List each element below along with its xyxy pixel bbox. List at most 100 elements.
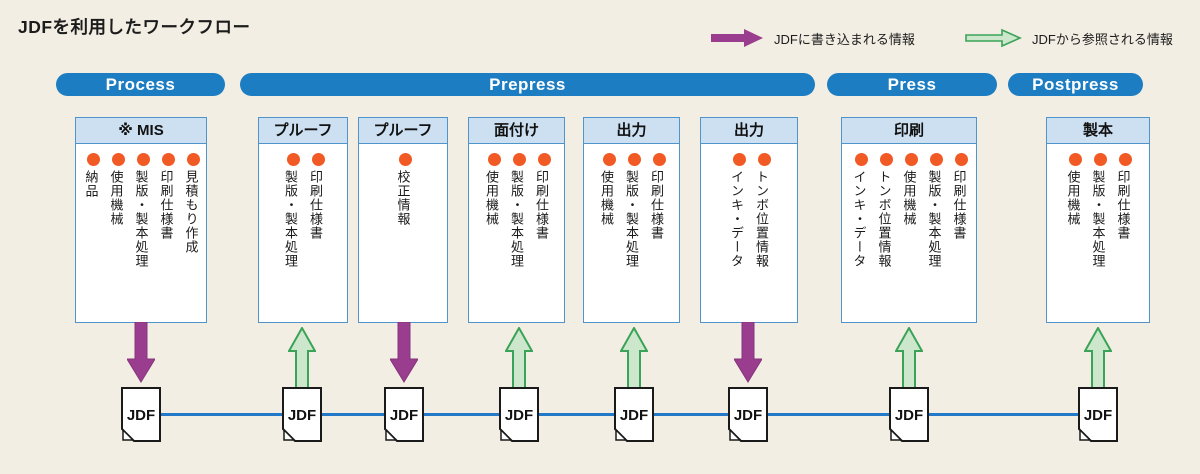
stage-item-label: 製版・製本処理 — [283, 170, 298, 268]
phase-label: Press — [887, 75, 937, 94]
stage-item: 印刷仕様書 — [947, 153, 972, 268]
read-from-jdf-arrow-icon — [1083, 325, 1113, 389]
jdf-file-icon: JDF — [121, 387, 161, 442]
write-arrow-icon — [711, 29, 763, 47]
stage-box-items: トンボ位置情報インキ・データ — [701, 144, 797, 273]
stage-item-label: 印刷仕様書 — [649, 170, 664, 240]
stage-item: 製版・製本処理 — [504, 153, 529, 268]
stage-box-title: 製本 — [1047, 118, 1149, 144]
write-to-jdf-arrow-icon — [389, 321, 419, 383]
jdf-file-label: JDF — [895, 407, 923, 424]
bullet-dot-icon — [87, 153, 101, 166]
stage-box-output-1: 出力印刷仕様書製版・製本処理使用機械 — [583, 117, 680, 323]
stage-item: 製版・製本処理 — [922, 153, 947, 268]
page-title: JDFを利用したワークフロー — [18, 17, 251, 37]
stage-item-label: 印刷仕様書 — [158, 170, 174, 240]
legend: JDFに書き込まれる情報 JDFから参照される情報 — [0, 0, 1200, 60]
stage-item-label: 納品 — [83, 170, 99, 198]
write-to-jdf-arrow-icon — [733, 321, 763, 383]
stage-item-label: 製版・製本処理 — [509, 170, 524, 268]
stage-box-title: 出力 — [584, 118, 679, 144]
jdf-file-icon: JDF — [499, 387, 539, 442]
bullet-dot-icon — [1094, 153, 1108, 166]
bullet-dot-icon — [732, 153, 746, 166]
stage-item: 使用機械 — [1061, 153, 1086, 268]
phase-bar-press: Press — [827, 73, 997, 96]
bullet-dot-icon — [487, 153, 501, 166]
stage-item-label: 製版・製本処理 — [1090, 170, 1106, 268]
read-arrow-icon — [965, 28, 1022, 48]
phase-bar-prepress: Prepress — [240, 73, 815, 96]
stage-item: 製版・製本処理 — [619, 153, 644, 268]
jdf-file-label: JDF — [1084, 407, 1112, 424]
stage-item-label: 製版・製本処理 — [624, 170, 639, 268]
phase-label: Process — [105, 75, 176, 94]
bullet-dot-icon — [311, 153, 325, 166]
phase-label: Prepress — [489, 75, 566, 94]
stage-item-label: 見積もり作成 — [183, 170, 199, 254]
jdf-file-icon: JDF — [1078, 387, 1118, 442]
stage-item-label: インキ・データ — [729, 170, 744, 268]
bullet-dot-icon — [162, 153, 176, 166]
bullet-dot-icon — [512, 153, 526, 166]
stage-item: インキ・データ — [847, 153, 872, 268]
bullet-dot-icon — [1069, 153, 1083, 166]
stage-box-items: 見積もり作成印刷仕様書製版・製本処理使用機械納品 — [76, 144, 206, 273]
phase-bar-process: Process — [56, 73, 225, 96]
bullet-dot-icon — [930, 153, 944, 166]
stage-item-label: 使用機械 — [108, 170, 124, 226]
jdf-file-icon: JDF — [728, 387, 768, 442]
stage-item-label: 校正情報 — [395, 170, 411, 226]
stage-item-label: トンボ位置情報 — [754, 170, 769, 268]
stage-box-proof-1: プルーフ印刷仕様書製版・製本処理 — [258, 117, 348, 323]
stage-box-press: 印刷印刷仕様書製版・製本処理使用機械トンボ位置情報インキ・データ — [841, 117, 977, 323]
stage-item-label: 印刷仕様書 — [534, 170, 549, 240]
stage-box-output-2: 出力トンボ位置情報インキ・データ — [700, 117, 798, 323]
bullet-dot-icon — [1119, 153, 1133, 166]
phase-bar-postpress: Postpress — [1008, 73, 1143, 96]
write-to-jdf-arrow — [126, 321, 156, 383]
read-from-jdf-arrow — [619, 325, 649, 389]
stage-box-items: 校正情報 — [359, 144, 447, 231]
stage-item-label: 印刷仕様書 — [308, 170, 323, 240]
stage-item-label: 使用機械 — [1065, 170, 1081, 226]
stage-box-title: ※ MIS — [76, 118, 206, 144]
stage-item: 使用機械 — [479, 153, 504, 268]
stage-box-title: 出力 — [701, 118, 797, 144]
read-from-jdf-arrow — [1083, 325, 1113, 389]
read-from-jdf-arrow — [287, 325, 317, 389]
stage-box-items: 印刷仕様書製版・製本処理使用機械 — [584, 144, 679, 273]
stage-item-label: トンボ位置情報 — [876, 170, 892, 268]
stage-item: 印刷仕様書 — [644, 153, 669, 268]
bullet-dot-icon — [880, 153, 894, 166]
stage-item: 印刷仕様書 — [529, 153, 554, 268]
stage-item: 納品 — [79, 153, 104, 268]
read-from-jdf-arrow-icon — [894, 325, 924, 389]
stage-item: 使用機械 — [897, 153, 922, 268]
read-from-jdf-arrow — [894, 325, 924, 389]
stage-item: 印刷仕様書 — [303, 153, 328, 268]
jdf-file-icon: JDF — [614, 387, 654, 442]
read-from-jdf-arrow-icon — [287, 325, 317, 389]
stage-item-label: インキ・データ — [851, 170, 867, 268]
bullet-dot-icon — [627, 153, 641, 166]
bullet-dot-icon — [137, 153, 151, 166]
bullet-dot-icon — [855, 153, 869, 166]
jdf-file-label: JDF — [390, 407, 418, 424]
stage-box-title: 印刷 — [842, 118, 976, 144]
legend-write: JDFに書き込まれる情報 — [710, 28, 915, 48]
bullet-dot-icon — [905, 153, 919, 166]
read-from-jdf-arrow-icon — [619, 325, 649, 389]
stage-box-proof-2: プルーフ校正情報 — [358, 117, 448, 323]
stage-item: インキ・データ — [724, 153, 749, 268]
stage-box-title: プルーフ — [259, 118, 347, 144]
stage-box-items: 印刷仕様書製版・製本処理 — [259, 144, 347, 273]
stage-item: 製版・製本処理 — [278, 153, 303, 268]
stage-item-label: 使用機械 — [599, 170, 614, 226]
phase-label: Postpress — [1032, 75, 1119, 94]
bullet-dot-icon — [955, 153, 969, 166]
stage-item: 製版・製本処理 — [1086, 153, 1111, 268]
stage-item: トンボ位置情報 — [749, 153, 774, 268]
